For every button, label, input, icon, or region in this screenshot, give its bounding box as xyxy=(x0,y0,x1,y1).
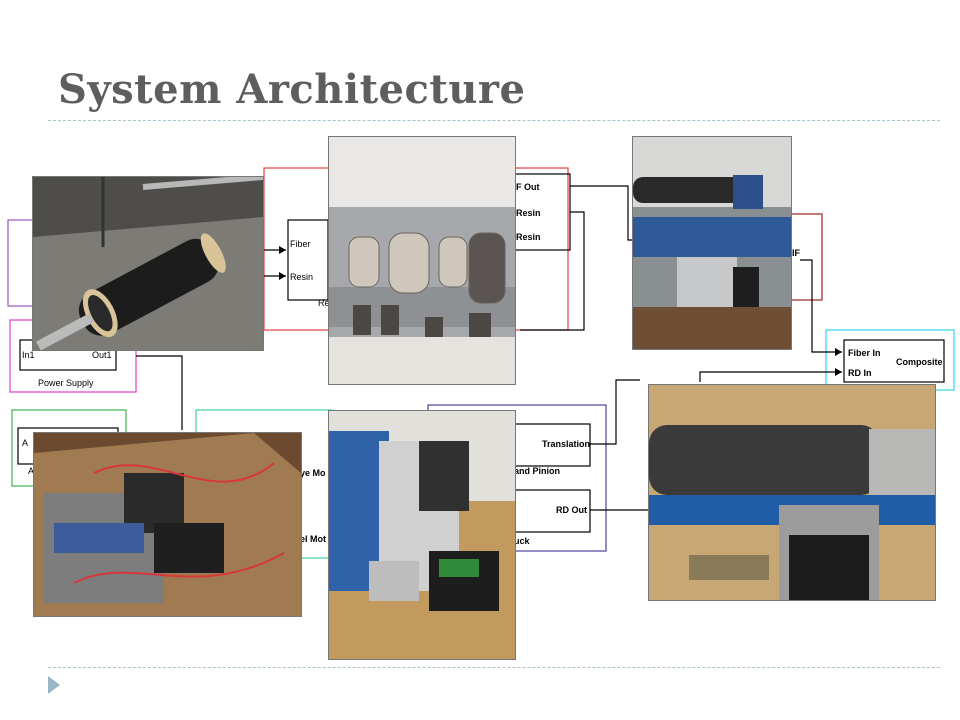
composite-block xyxy=(843,339,945,383)
f-out-label: F Out xyxy=(516,182,540,192)
resin-rollers-photo xyxy=(328,136,516,385)
left-subsystem-border xyxy=(7,219,35,307)
a-caption-label: A xyxy=(28,466,34,476)
stepper-motor-photo xyxy=(328,410,516,660)
fiber-spool-photo xyxy=(32,176,264,351)
power-supply-label: Power Supply xyxy=(38,378,94,388)
fiber-in-label: Fiber In xyxy=(848,348,881,358)
rd-in-label: RD In xyxy=(848,368,872,378)
resin-out-label: Resin xyxy=(516,208,541,218)
resin-port-label: Resin xyxy=(290,272,313,282)
in1-label: In1 xyxy=(22,350,35,360)
wound-composite-photo xyxy=(648,384,936,601)
a-in-label: A xyxy=(22,438,28,448)
composite-label: Composite xyxy=(896,357,943,367)
bullet-triangle-icon xyxy=(48,676,60,694)
if-label: IF xyxy=(792,248,801,258)
fiber-port-label: Fiber xyxy=(290,239,311,249)
resin-inner-block xyxy=(287,219,329,301)
title-divider xyxy=(48,120,940,121)
translation-label: Translation xyxy=(542,439,590,449)
motor-label-2: el Mot xyxy=(300,534,326,544)
slide-title: System Architecture xyxy=(58,66,526,113)
footer-divider xyxy=(48,667,940,668)
rack-pinion-label: and Pinion xyxy=(514,466,560,476)
resin-block-name: Re xyxy=(318,298,330,308)
rd-out-label: RD Out xyxy=(556,505,587,515)
chuck-label: uck xyxy=(514,536,531,546)
resin-out-label-2: Resin xyxy=(516,232,541,242)
lathe-carriage-photo xyxy=(632,136,792,350)
motor-label-1: ye Mo xyxy=(300,468,326,478)
out1-label: Out1 xyxy=(92,350,112,360)
power-electronics-photo xyxy=(33,432,302,617)
